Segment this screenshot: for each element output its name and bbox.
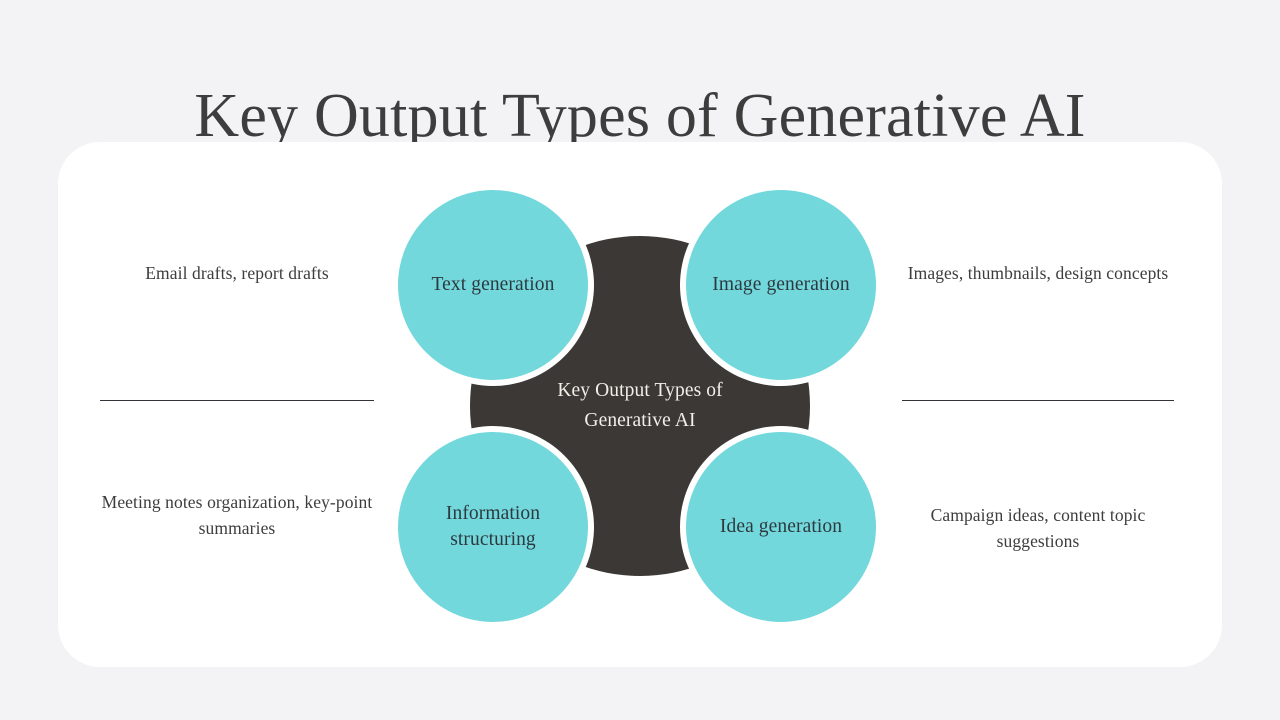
diagram-hub-label: Key Output Types of Generative AI	[557, 380, 723, 431]
petal-label-information-structuring: Information structuring	[445, 503, 541, 550]
description-image-generation: Images, thumbnails, design concepts	[907, 263, 1169, 283]
page-title: Key Output Types of Generative AI	[194, 81, 1086, 150]
diagram-petal-information-structuring[interactable]: Information structuring	[398, 432, 588, 622]
diagram-petal-idea-generation[interactable]: Idea generation	[686, 432, 876, 622]
divider-right	[902, 400, 1174, 401]
petal-label-text-generation: Text generation	[431, 274, 555, 295]
petal-label-idea-generation: Idea generation	[719, 516, 843, 537]
petal-label-image-generation: Image generation	[712, 274, 850, 295]
diagram-petal-text-generation[interactable]: Text generation	[398, 190, 588, 380]
description-idea-generation: Campaign ideas, content topic suggestion…	[930, 505, 1146, 551]
description-text-generation: Email drafts, report drafts	[145, 263, 329, 283]
description-information-structuring: Meeting notes organization, key-point su…	[101, 492, 373, 538]
diagram-petal-image-generation[interactable]: Image generation	[686, 190, 876, 380]
divider-left	[100, 400, 374, 401]
